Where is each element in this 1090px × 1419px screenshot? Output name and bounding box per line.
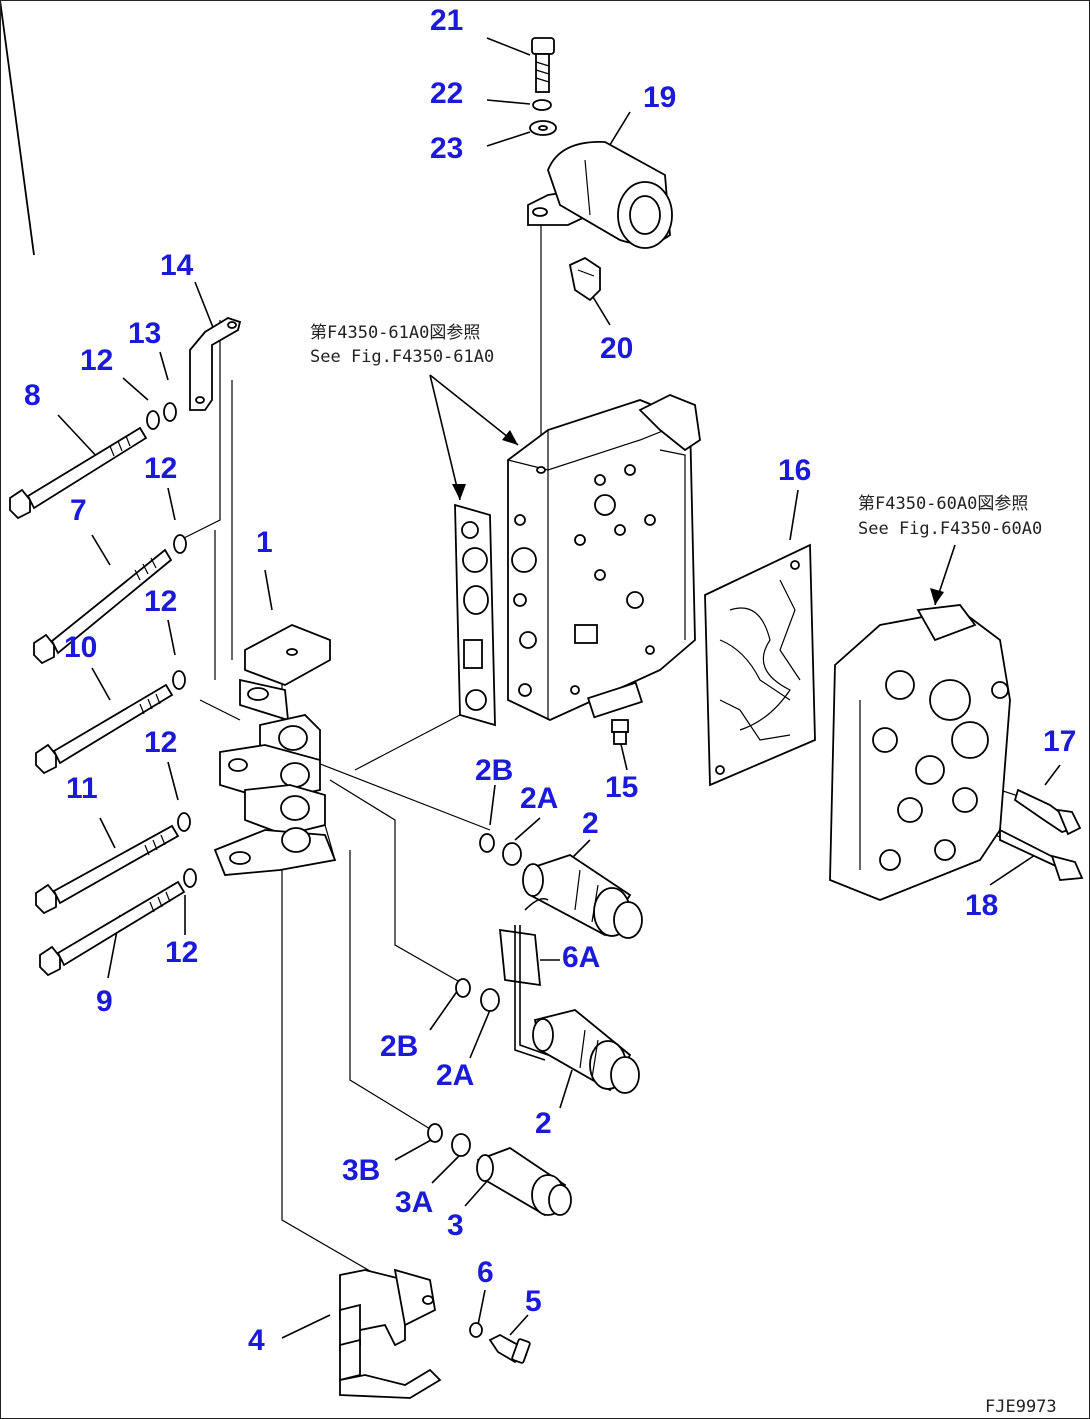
solenoid-valve-2-upper <box>522 854 643 939</box>
washer-12-b <box>173 534 187 554</box>
o-ring-2B-lower <box>455 978 471 998</box>
bolt-18 <box>999 828 1084 881</box>
transmission-valve-body <box>829 604 1011 901</box>
bolt-9 <box>39 880 186 977</box>
callout-8: 8 <box>24 379 41 412</box>
solenoid-valve-3 <box>476 1146 572 1217</box>
callout-5: 5 <box>525 1285 542 1318</box>
plug-15 <box>611 719 629 745</box>
drawing-code: FJE9973 <box>985 1397 1057 1417</box>
washer-23 <box>529 120 557 136</box>
callout-11: 11 <box>66 772 98 805</box>
bolt-7 <box>0 0 173 665</box>
o-ring-2A-upper <box>502 842 522 866</box>
solenoid-valve-19 <box>527 141 673 249</box>
bolt-21 <box>531 37 555 93</box>
callout-20: 20 <box>600 332 633 365</box>
wiring-clip-6A <box>498 897 549 1061</box>
callout-2-lower: 2 <box>535 1107 552 1140</box>
callout-19: 19 <box>643 81 676 114</box>
ref-note-60-en: See Fig.F4350-60A0 <box>858 519 1042 539</box>
callout-15: 15 <box>605 771 638 804</box>
bolt-5 <box>488 1333 531 1364</box>
o-ring-2A-lower <box>480 988 500 1012</box>
callout-12-e: 12 <box>165 936 198 969</box>
leader-lines <box>57 37 1061 1339</box>
callout-16: 16 <box>778 454 811 487</box>
washer-12-d <box>177 812 191 832</box>
spring-washer-22 <box>532 99 552 111</box>
reference-notes: 第F4350-61A0図参照 See Fig.F4350-61A0 第F4350… <box>310 323 1042 539</box>
callout-14: 14 <box>160 249 194 282</box>
callout-12-b: 12 <box>144 452 177 485</box>
callout-3: 3 <box>447 1209 464 1242</box>
ref-note-61-en: See Fig.F4350-61A0 <box>310 347 494 367</box>
callout-12-c: 12 <box>144 585 177 618</box>
callout-7: 7 <box>70 494 87 527</box>
callout-13: 13 <box>128 317 161 350</box>
callout-2A-lower: 2A <box>436 1059 474 1092</box>
callout-3B: 3B <box>342 1154 380 1187</box>
callout-2B-upper: 2B <box>475 754 513 787</box>
callout-6A: 6A <box>562 941 600 974</box>
callout-10: 10 <box>64 631 97 664</box>
callout-17: 17 <box>1043 725 1076 758</box>
callout-labels: 21 22 23 19 20 14 13 12 8 12 7 1 12 10 1… <box>24 4 1076 1357</box>
gasket-main <box>454 503 496 727</box>
callout-1: 1 <box>256 526 273 559</box>
washer-12-c <box>172 670 186 690</box>
callout-2A-upper: 2A <box>520 782 558 815</box>
washer-12-e <box>183 868 197 888</box>
o-ring-2B-upper <box>479 833 495 853</box>
washer-12-top <box>146 410 160 430</box>
control-valve-body <box>507 394 701 721</box>
callout-22: 22 <box>430 77 463 110</box>
callout-6: 6 <box>477 1256 494 1289</box>
callout-2-upper: 2 <box>582 807 599 840</box>
bolt-17 <box>1013 788 1082 836</box>
callout-23: 23 <box>430 132 463 165</box>
bracket-4 <box>339 1268 442 1399</box>
o-ring-3B <box>427 1123 443 1143</box>
callout-2B-lower: 2B <box>380 1030 418 1063</box>
ref-note-61-jp: 第F4350-61A0図参照 <box>310 323 480 343</box>
bolt-11 <box>35 824 180 915</box>
washer-6 <box>469 1322 483 1338</box>
washer-13 <box>163 402 177 422</box>
callout-3A: 3A <box>395 1186 433 1219</box>
callout-21: 21 <box>430 4 463 37</box>
bolt-10 <box>35 683 174 775</box>
bracket-14 <box>189 317 242 411</box>
callout-12-a: 12 <box>80 344 113 377</box>
bolt-8 <box>9 426 148 520</box>
callout-9: 9 <box>96 985 113 1018</box>
solenoid-valve-2-lower <box>532 1009 640 1094</box>
connector-20 <box>568 256 601 302</box>
ref-note-60-jp: 第F4350-60A0図参照 <box>858 494 1028 514</box>
callout-18: 18 <box>965 889 998 922</box>
callout-4: 4 <box>248 1324 265 1357</box>
separator-plate-16 <box>704 543 816 787</box>
callout-12-d: 12 <box>144 726 177 759</box>
valve-body-1 <box>213 624 337 876</box>
o-ring-3A <box>451 1133 471 1157</box>
